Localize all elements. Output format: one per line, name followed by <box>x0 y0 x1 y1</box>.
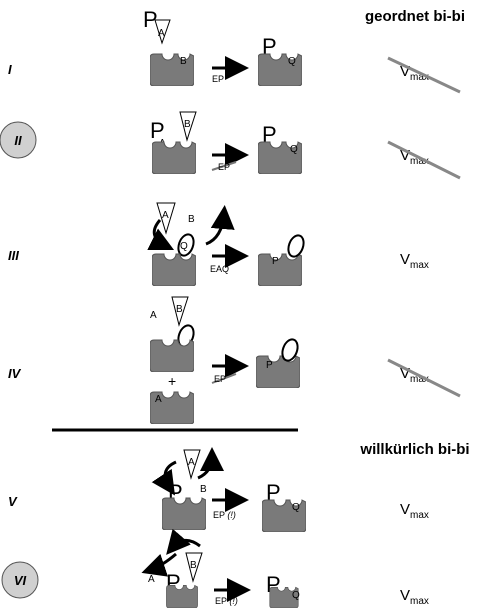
substrate-a-label: A <box>188 457 195 468</box>
product-q-label: Q <box>288 56 296 67</box>
substrate-b-label: B <box>188 214 195 225</box>
numeral-6: VI <box>14 573 27 588</box>
row-2: P A B EP P Q Vmax <box>150 111 461 180</box>
row-6: A B P EP (!) P Q Vmax <box>141 528 429 608</box>
blocked-arrow <box>211 161 237 171</box>
vmax-label: Vmax <box>400 501 429 521</box>
row-5: A P B EP (!) P Q Vmax <box>151 447 429 532</box>
substrate-a-triangle <box>183 449 201 480</box>
blocked-arrow <box>211 373 237 384</box>
complex-label: EP (!) <box>215 596 238 606</box>
strike-line <box>387 140 461 180</box>
substrate-b-triangle <box>171 296 189 327</box>
product-p: P <box>262 34 277 59</box>
enzyme <box>162 497 206 530</box>
substrate-b-label: B <box>200 484 207 495</box>
product-q-ellipse <box>177 233 195 257</box>
enzyme <box>152 141 196 174</box>
substrate-a-label: A <box>150 310 157 321</box>
substrate-b-triangle <box>179 111 197 142</box>
product-p-label: P <box>266 360 273 371</box>
heading-ordered: geordnet bi-bi <box>365 8 465 25</box>
plus-sign: + <box>168 373 176 389</box>
binding-arrow <box>147 219 175 251</box>
substrate-b-label: B <box>184 119 191 130</box>
vmax-label: Vmax <box>400 251 429 271</box>
numeral-2: II <box>14 133 22 148</box>
complex-label: EP <box>214 374 226 384</box>
substrate-b-label: B <box>176 304 183 315</box>
enzyme <box>150 339 194 372</box>
substrate-a-triangle <box>156 202 176 235</box>
product-p-label: P <box>272 256 279 267</box>
enzyme <box>256 355 300 388</box>
substrate-a-label: A <box>162 210 169 221</box>
enzyme <box>150 53 194 86</box>
vmax-label: Vmax <box>400 365 429 385</box>
vmax-label: Vmax <box>400 147 429 167</box>
complex-label: EP <box>212 74 224 84</box>
heading-random: willkürlich bi-bi <box>359 441 469 458</box>
binding-arrow <box>151 460 177 496</box>
numeral-5: V <box>8 494 18 509</box>
numeral-3: III <box>8 248 19 263</box>
product-q-label: Q <box>292 502 300 513</box>
binding-arrow <box>166 528 201 555</box>
substrate-b-triangle <box>185 552 203 583</box>
product-p: P <box>266 480 281 505</box>
enzyme <box>258 253 302 286</box>
complex-label: EP <box>218 162 230 172</box>
product-q-label: Q <box>180 241 188 252</box>
vmax-label: Vmax <box>400 63 429 83</box>
row-1: P A B EP P Q Vmax <box>143 7 461 94</box>
product-p: P <box>150 118 165 143</box>
numeral-circle <box>1 561 39 599</box>
product-q-ellipse <box>281 338 299 362</box>
row-numerals: I II III IV V VI <box>0 62 39 599</box>
substrate-b-label: B <box>190 560 197 571</box>
row-4: A B + A EP P Vmax <box>150 296 461 424</box>
product-q-ellipse <box>287 234 305 258</box>
complex-label: EAQ <box>210 264 229 274</box>
substrate-b-label: B <box>180 56 187 67</box>
enzyme <box>152 253 196 286</box>
row-3: A Q B EAQ P Vmax <box>147 202 429 286</box>
enzyme <box>165 584 199 608</box>
numeral-circle <box>0 121 37 159</box>
vmax-label: Vmax <box>400 587 429 607</box>
release-arrow <box>197 447 224 480</box>
substrate-a-triangle <box>154 19 171 45</box>
product-p: P <box>262 122 277 147</box>
numeral-4: IV <box>8 366 22 381</box>
numeral-1: I <box>8 62 12 77</box>
complex-label: EP (!) <box>213 510 236 520</box>
release-arrow <box>141 552 177 577</box>
product-p: P <box>143 7 158 32</box>
substrate-a-label: A <box>148 574 155 585</box>
substrate-a-label: A <box>158 28 165 39</box>
product-q-label: Q <box>292 590 300 601</box>
substrate-a-label: A <box>155 394 162 405</box>
strike-line <box>387 358 461 398</box>
product-q-label: Q <box>290 144 298 155</box>
release-arrow <box>205 205 235 246</box>
strike-line <box>387 56 461 94</box>
